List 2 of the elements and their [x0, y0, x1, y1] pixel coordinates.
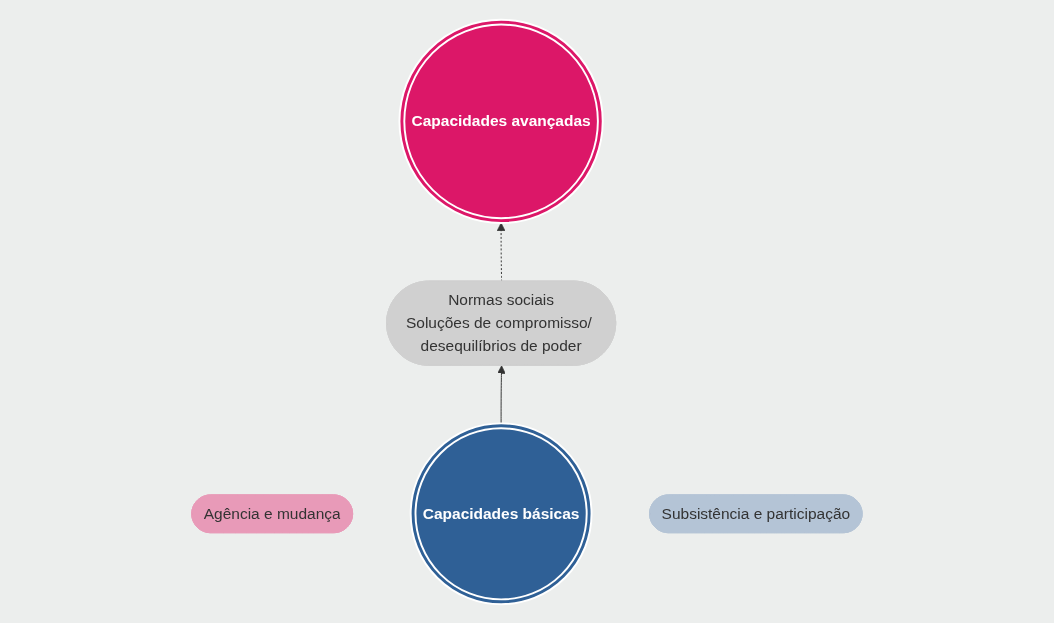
node-circle: Capacidades básicas [409, 421, 593, 605]
node-circle: Capacidades avançadas [398, 18, 604, 224]
